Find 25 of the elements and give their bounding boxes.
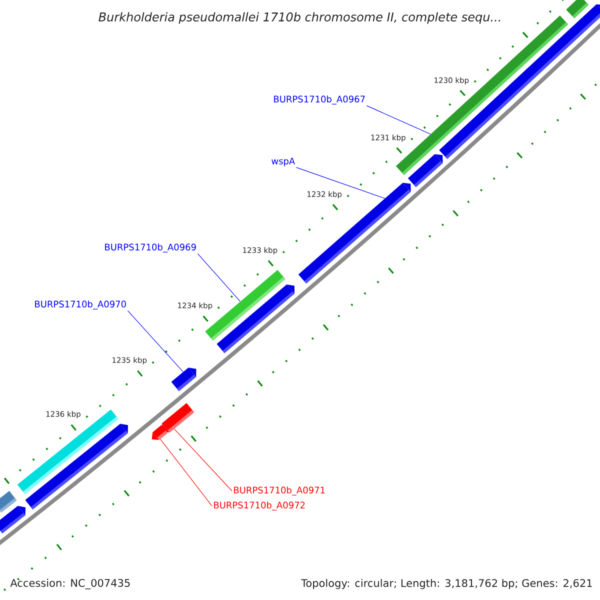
leader-line xyxy=(366,105,431,134)
gene-label: BURPS1710b_A0970 xyxy=(35,300,126,310)
gene-bar xyxy=(566,0,589,18)
gene-bar xyxy=(25,424,128,510)
leader-line xyxy=(127,310,184,372)
gene-label: BURPS1710b_A0967 xyxy=(274,96,365,104)
gene-label: BURPS1710b_A0972 xyxy=(214,502,305,510)
gene-label: wspA xyxy=(272,158,296,166)
gene-bar xyxy=(152,425,168,440)
gene-bar xyxy=(298,182,411,284)
gene-bar xyxy=(216,284,294,354)
gene-bar xyxy=(408,154,443,188)
map-title: Burkholderia pseudomallei 1710b chromosome II, complete sequ... xyxy=(98,12,500,24)
leader-line xyxy=(197,253,240,302)
gene-bar xyxy=(171,368,196,392)
gene-bar xyxy=(162,402,194,433)
leader-line xyxy=(296,167,386,199)
gene-bar xyxy=(0,506,26,534)
gene-label: BURPS1710b_A0971 xyxy=(234,486,325,496)
footer-text: Topology: circular; Length: 3,181,762 bp; Genes: 2,621 xyxy=(301,578,592,590)
leader-line xyxy=(174,428,232,492)
gene-label: BURPS1710b_A0969 xyxy=(105,244,196,252)
leader-line xyxy=(160,438,212,506)
footer-text: Accession: NC_007435 xyxy=(10,578,130,590)
gene-bar xyxy=(0,490,17,513)
